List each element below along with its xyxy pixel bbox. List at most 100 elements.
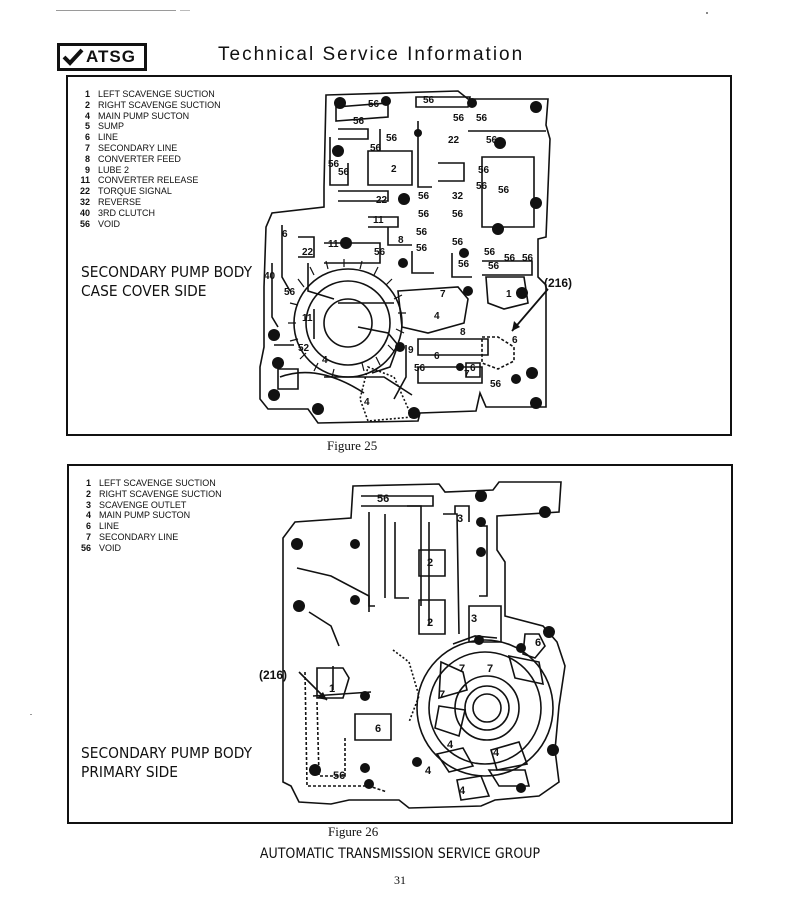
legend-label: REVERSE bbox=[98, 196, 142, 207]
legend-row: 4 MAIN PUMP SUCTON bbox=[72, 111, 221, 122]
legend-number: 1 bbox=[84, 89, 90, 99]
page-number: 31 bbox=[394, 873, 406, 887]
checkmark-icon bbox=[60, 46, 86, 68]
legend-label: RIGHT SCAVENGE SUCTION bbox=[99, 488, 222, 499]
legend-number: 5 bbox=[84, 121, 90, 132]
diagram-label: 1 bbox=[506, 289, 512, 300]
page-title: Technical Service Information bbox=[218, 44, 525, 65]
diagram-label: 6 bbox=[375, 723, 381, 735]
logo-text: ATSG bbox=[86, 47, 136, 66]
legend-label: LINE bbox=[98, 132, 119, 143]
legend-number: 2 bbox=[84, 99, 90, 110]
diagram-label: 56 bbox=[453, 113, 465, 124]
diagram-label: 56 bbox=[423, 95, 435, 106]
diagram-label: 6 bbox=[470, 363, 476, 374]
diagram-label: 4 bbox=[322, 355, 328, 366]
legend-label: SCAVENGE OUTLET bbox=[99, 499, 187, 510]
diagram-label: 6 bbox=[282, 229, 288, 240]
diagram-label: 56 bbox=[418, 209, 430, 220]
diagram-label: 56 bbox=[486, 135, 498, 146]
diagram-label: 56 bbox=[368, 99, 380, 110]
figure-25-title-line1: SECONDARY PUMP BODY bbox=[81, 263, 253, 281]
legend-number: 7 bbox=[85, 531, 91, 542]
diagram-label: 56 bbox=[386, 133, 398, 144]
legend-label: MAIN PUMP SUCTON bbox=[98, 110, 190, 121]
legend-row: 4 MAIN PUMP SUCTON bbox=[73, 510, 222, 521]
figure-25-title-line2: CASE COVER SIDE bbox=[81, 282, 207, 300]
diagram-label: 8 bbox=[398, 235, 404, 246]
legend-row: 1 LEFT SCAVENGE SUCTION bbox=[72, 89, 221, 100]
diagram-label: 56 bbox=[476, 113, 488, 124]
diagram-label: 9 bbox=[408, 345, 414, 356]
legend-row: 2 RIGHT SCAVENGE SUCTION bbox=[73, 489, 222, 500]
scan-speck bbox=[706, 12, 708, 14]
legend-label: LEFT SCAVENGE SUCTION bbox=[98, 89, 215, 99]
diagram-label: 56 bbox=[458, 259, 470, 270]
diagram-label: 4 bbox=[459, 785, 466, 797]
diagram-label: 56 bbox=[374, 247, 386, 258]
diagram-label: 56 bbox=[377, 493, 389, 505]
diagram-label: 22 bbox=[376, 195, 388, 206]
figure-25-callout: (216) bbox=[544, 276, 572, 290]
footer-org: AUTOMATIC TRANSMISSION SERVICE GROUP bbox=[259, 846, 541, 862]
diagram-label: 7 bbox=[440, 289, 446, 300]
legend-number: 11 bbox=[80, 175, 90, 186]
diagram-label: 4 bbox=[493, 747, 500, 759]
diagram-label: 7 bbox=[464, 369, 470, 380]
diagram-label: 56 bbox=[522, 253, 534, 264]
diagram-label: 56 bbox=[414, 363, 426, 374]
legend-label: CONVERTER FEED bbox=[98, 153, 181, 164]
legend-number: 56 bbox=[80, 542, 91, 553]
diagram-label: 4 bbox=[425, 765, 432, 777]
legend-number: 40 bbox=[79, 207, 90, 218]
diagram-label: 3 bbox=[471, 613, 477, 625]
diagram-label: 56 bbox=[284, 287, 296, 298]
diagram-label: 56 bbox=[498, 185, 510, 196]
legend-number: 2 bbox=[85, 488, 91, 499]
scan-speck bbox=[30, 714, 32, 715]
diagram-label: 1 bbox=[329, 683, 335, 695]
figure-25-title: SECONDARY PUMP BODY CASE COVER SIDE bbox=[81, 263, 252, 301]
diagram-label: 40 bbox=[264, 271, 276, 282]
figure-26-title-line2: PRIMARY SIDE bbox=[81, 763, 179, 781]
diagram-label: 7 bbox=[459, 663, 465, 675]
diagram-label: 8 bbox=[460, 327, 466, 338]
diagram-label: 56 bbox=[476, 181, 488, 192]
diagram-label: 56 bbox=[418, 191, 430, 202]
diagram-label: 7 bbox=[487, 663, 493, 675]
diagram-label: 2 bbox=[427, 617, 433, 629]
diagram-label: 56 bbox=[338, 167, 350, 178]
legend-number: 4 bbox=[84, 110, 90, 121]
diagram-label: 56 bbox=[484, 247, 496, 258]
diagram-label: 3 bbox=[457, 513, 463, 525]
legend-label: LEFT SCAVENGE SUCTION bbox=[99, 478, 216, 488]
diagram-label: 22 bbox=[448, 135, 460, 146]
diagram-label: 56 bbox=[328, 159, 340, 170]
legend-row: 3 SCAVENGE OUTLET bbox=[73, 500, 222, 511]
legend-number: 4 bbox=[85, 510, 91, 521]
figure-26-caption: Figure 26 bbox=[328, 824, 379, 839]
scan-line bbox=[56, 10, 176, 11]
diagram-label: 6 bbox=[512, 335, 518, 346]
diagram-label: 7 bbox=[439, 689, 445, 701]
diagram-label: 56 bbox=[452, 237, 464, 248]
diagram-label: 56 bbox=[490, 379, 502, 390]
legend-number: 3 bbox=[85, 499, 91, 510]
figure-26-title-line1: SECONDARY PUMP BODY bbox=[81, 744, 253, 762]
diagram-label: 6 bbox=[535, 637, 541, 649]
legend-label: 3RD CLUTCH bbox=[98, 207, 156, 218]
legend-label: MAIN PUMP SUCTON bbox=[99, 510, 191, 521]
